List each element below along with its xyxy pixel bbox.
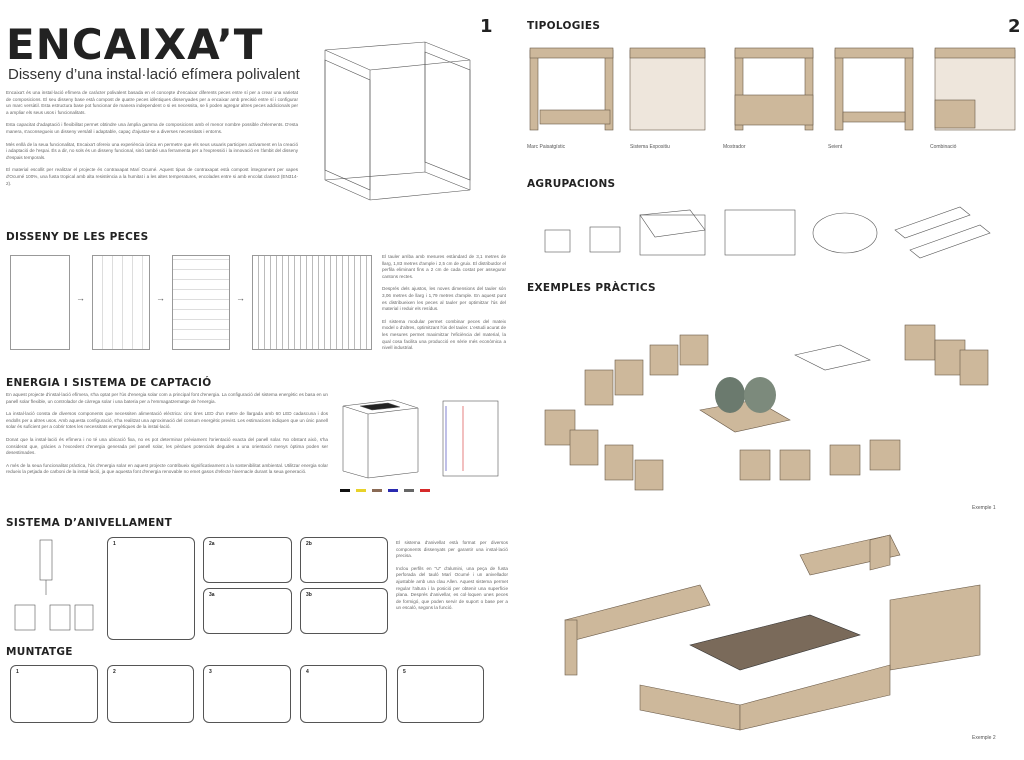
typologies-illustrations bbox=[529, 47, 1016, 131]
step-number: 2 bbox=[113, 669, 116, 675]
assembly-step-2: 2 bbox=[107, 665, 194, 723]
energia-paragraph: En aquest projecte d'instal·lació efímer… bbox=[6, 392, 328, 404]
example-1-illustration bbox=[544, 324, 989, 491]
energia-paragraph: Donat que la instal·lació és efímera i n… bbox=[6, 436, 328, 456]
typology-combinacio bbox=[934, 47, 1016, 131]
page-number-1: 1 bbox=[480, 16, 493, 37]
disseny-paragraph: El sistema modular permet combinar peces… bbox=[382, 318, 506, 351]
section-heading-energia: ENERGIA I SISTEMA DE CAPTACIÓ bbox=[6, 377, 212, 389]
typology-label: Mostrador bbox=[723, 144, 746, 150]
step-number: 5 bbox=[403, 669, 406, 675]
typology-seient bbox=[834, 47, 914, 131]
section-heading-disseny: DISSENY DE LES PECES bbox=[6, 231, 149, 243]
intro-paragraph: Esta capacitat d'adaptació i flexibilita… bbox=[6, 122, 298, 134]
groupings-illustrations bbox=[544, 206, 991, 259]
legend-swatch bbox=[372, 489, 382, 492]
assembly-step-4: 4 bbox=[300, 665, 387, 723]
board-trimmed-drawing bbox=[92, 255, 150, 350]
typology-mostrador bbox=[734, 47, 814, 131]
typology-label: Seient bbox=[828, 144, 843, 150]
step-number: 3a bbox=[209, 592, 215, 598]
frame-drawing bbox=[324, 41, 471, 201]
page-title: ENCAIXA’T bbox=[6, 20, 264, 69]
assembly-step-5: 5 bbox=[397, 665, 484, 723]
leveling-step-3a: 3a bbox=[203, 588, 292, 634]
step-number: 2b bbox=[306, 541, 312, 547]
section-heading-tipologies: TIPOLOGIES bbox=[527, 20, 601, 32]
legend-swatch bbox=[404, 489, 414, 492]
step-number: 4 bbox=[306, 669, 309, 675]
typology-label: Marc Paisatgístic bbox=[527, 144, 566, 150]
energia-paragraph: A més de la seua funcionalitat pràctica,… bbox=[6, 462, 328, 475]
board-drawing bbox=[10, 255, 70, 350]
board-pieces-layout bbox=[252, 255, 372, 350]
legend-swatch bbox=[420, 489, 430, 492]
anivellament-paragraph: El sistema d'anivellat està format per d… bbox=[396, 540, 508, 559]
typology-marc bbox=[529, 47, 614, 131]
assembly-step-1: 1 bbox=[10, 665, 98, 723]
leveling-step-2b: 2b bbox=[300, 537, 388, 583]
page-subtitle: Disseny d’una instal·lació efímera poliv… bbox=[8, 66, 300, 83]
example-label: Exemple 1 bbox=[972, 505, 996, 511]
board-grid-drawing bbox=[172, 255, 230, 350]
anivellament-text: El sistema d'anivellat està format per d… bbox=[396, 540, 508, 618]
intro-text: Encaixa't és una instal·lació efímera de… bbox=[6, 90, 298, 193]
arrow-icon: → bbox=[76, 293, 85, 303]
section-heading-anivellament: SISTEMA D’ANIVELLAMENT bbox=[6, 517, 173, 529]
step-number: 3b bbox=[306, 592, 312, 598]
arrow-icon: → bbox=[236, 293, 245, 303]
legend-swatch bbox=[356, 489, 366, 492]
energy-legend bbox=[340, 489, 430, 492]
typology-label: Combinació bbox=[930, 144, 957, 150]
leveling-detail-drawing bbox=[14, 539, 94, 631]
arrow-icon: → bbox=[156, 293, 165, 303]
leveling-step-1: 1 bbox=[107, 537, 195, 640]
leveling-step-3b: 3b bbox=[300, 588, 388, 634]
intro-paragraph: Més enllà de la seua funcionalitat, Enca… bbox=[6, 141, 298, 160]
step-number: 1 bbox=[16, 669, 19, 675]
example-label: Exemple 2 bbox=[972, 735, 996, 741]
anivellament-paragraph: Inclou perfils en "U" d'alumini, una peç… bbox=[396, 565, 508, 611]
step-number: 1 bbox=[113, 541, 116, 547]
leveling-step-2a: 2a bbox=[203, 537, 292, 583]
energia-paragraph: La instal·lació consta de diversos compo… bbox=[6, 411, 328, 430]
page-number-2: 2 bbox=[1008, 16, 1021, 37]
disseny-paragraph: Després dels ajustos, les noves dimensio… bbox=[382, 286, 506, 312]
step-number: 2a bbox=[209, 541, 215, 547]
typology-label: Sistema Expositiu bbox=[630, 144, 670, 150]
intro-paragraph: Encaixa't és una instal·lació efímera de… bbox=[6, 90, 298, 115]
assembly-step-3: 3 bbox=[203, 665, 291, 723]
example-2-illustration bbox=[564, 534, 981, 731]
typology-expositiu bbox=[629, 47, 706, 131]
legend-swatch bbox=[340, 489, 350, 492]
energia-text: En aquest projecte d'instal·lació efímer… bbox=[6, 392, 328, 482]
step-number: 3 bbox=[209, 669, 212, 675]
legend-swatch bbox=[388, 489, 398, 492]
section-heading-agrupacions: AGRUPACIONS bbox=[527, 178, 616, 190]
section-heading-exemples: EXEMPLES PRÀCTICS bbox=[527, 282, 656, 294]
disseny-text: El tauler arriba amb mesures estàndard d… bbox=[382, 254, 506, 358]
energy-system-drawing bbox=[342, 399, 499, 479]
disseny-paragraph: El tauler arriba amb mesures estàndard d… bbox=[382, 254, 506, 279]
section-heading-muntatge: MUNTATGE bbox=[6, 646, 73, 658]
intro-paragraph: El material escollit per realitzar el pr… bbox=[6, 167, 298, 186]
